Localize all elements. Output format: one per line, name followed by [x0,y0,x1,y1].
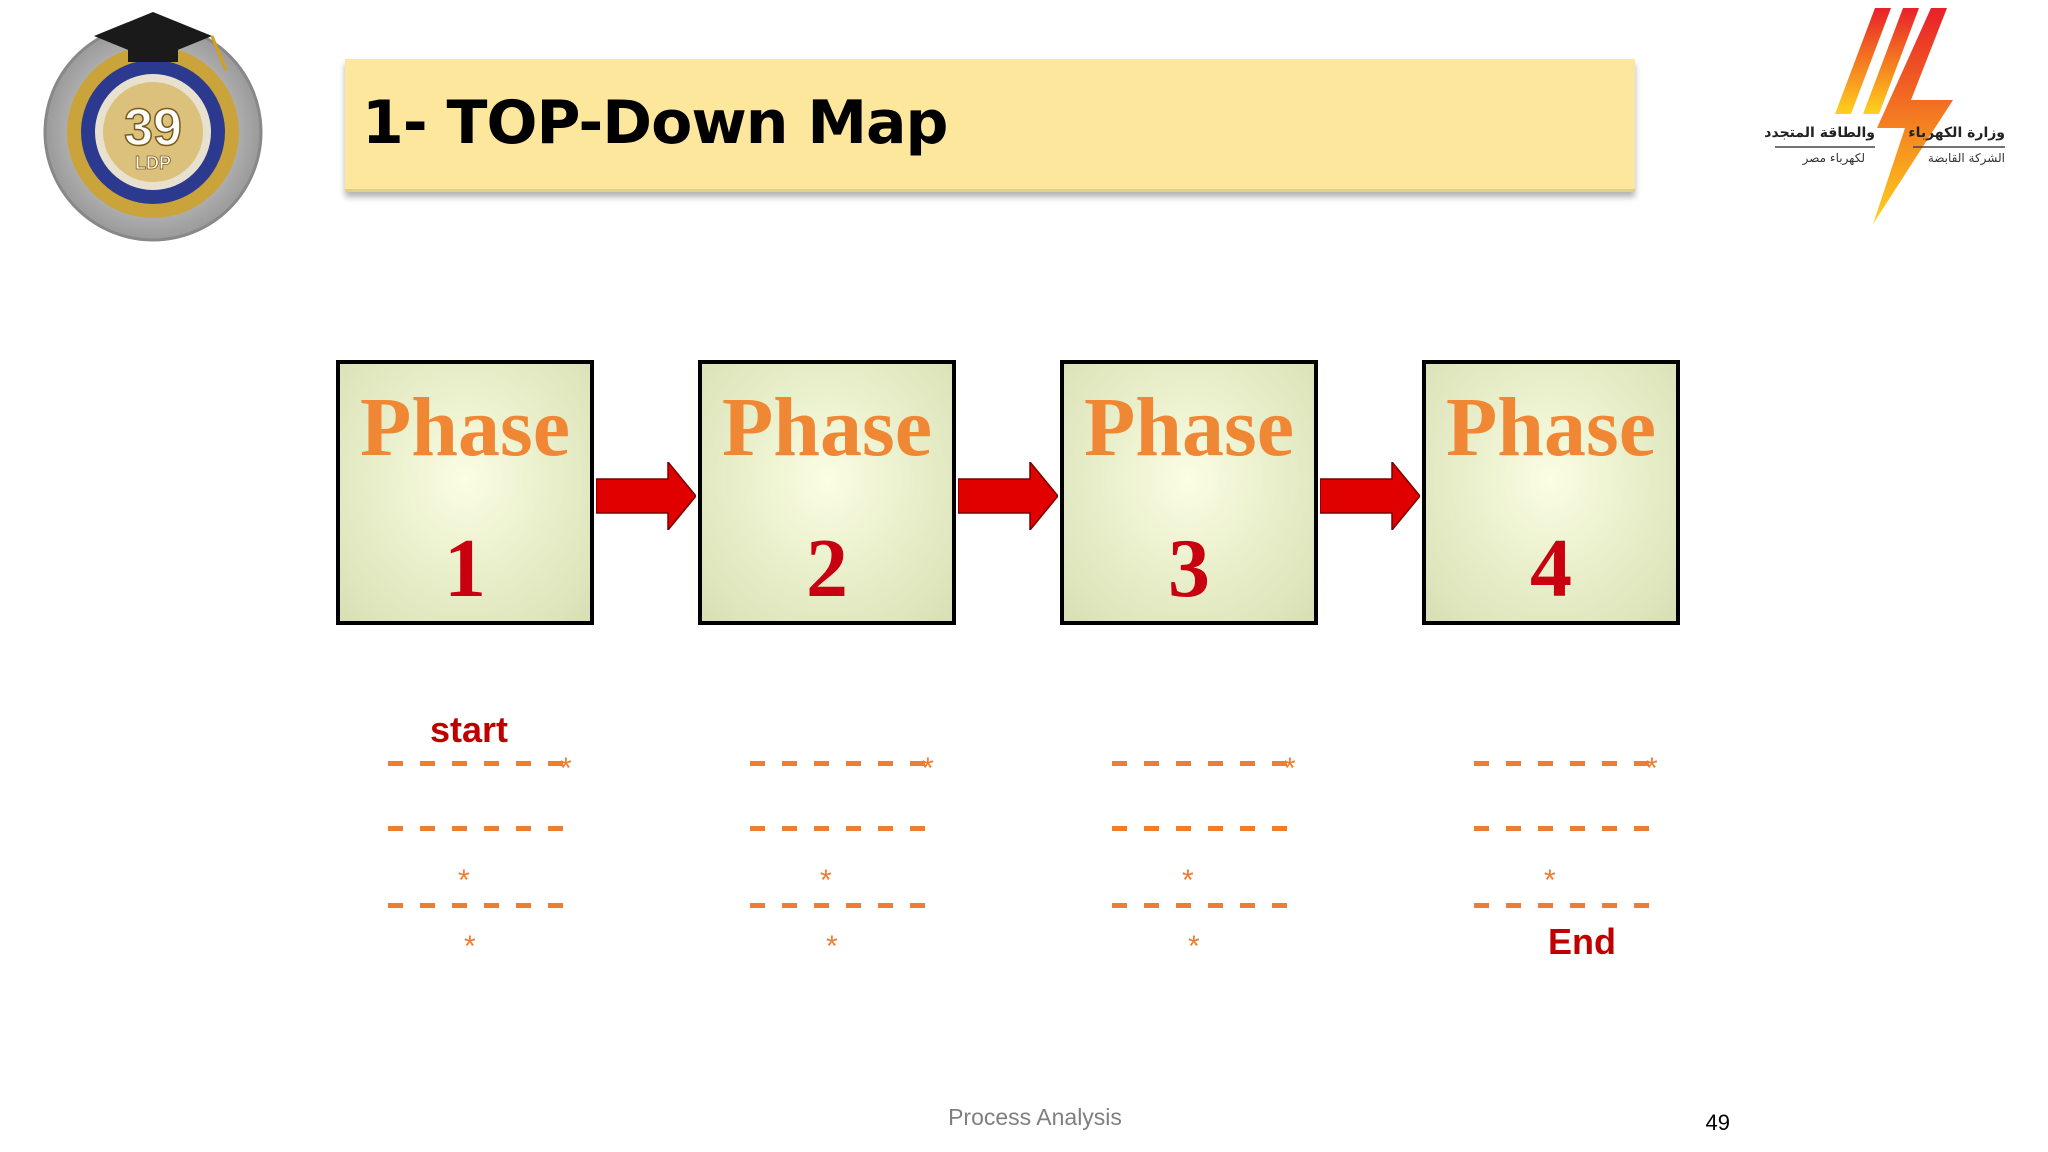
phase-number: 1 [444,522,486,615]
star-marker: * [1544,864,1556,897]
dashed-line [1474,761,1660,766]
star-marker: * [1284,752,1296,785]
page-number: 49 [1705,1110,1730,1135]
dashed-line [1112,761,1298,766]
dashed-line [1112,903,1298,908]
star-marker: * [458,864,470,897]
logo-line2-left: لكهرباء مصر [1802,151,1865,166]
title-banner: 1- TOP-Down Map [345,59,1635,192]
phase-box-4: Phase 4 [1422,360,1680,625]
phase-box-1: Phase 1 [336,360,594,625]
phase-number: 4 [1530,522,1572,615]
dashed-line [388,826,574,831]
star-marker: * [1188,930,1200,963]
star-marker: * [464,930,476,963]
star-marker: * [820,864,832,897]
ministry-logo: وزارة الكهرباء والطاقة المتجددة الشركة ا… [1765,8,2005,224]
star-marker: * [922,752,934,785]
dashed-line [388,903,574,908]
dashed-line [750,826,936,831]
start-label: start [430,709,509,750]
emblem-letters: LDP [135,153,171,173]
star-marker: * [1182,864,1194,897]
logo-line1-left: والطاقة المتجددة [1765,125,1875,141]
arrow-right-icon [596,462,696,530]
logo-line2-right: الشركة القابضة [1928,151,2005,166]
dashed-line [750,903,936,908]
phase-word: Phase [360,381,570,474]
dashed-line [1112,826,1298,831]
academy-emblem: 39 LDP [43,12,263,242]
star-marker: * [826,930,838,963]
slide-title: 1- TOP-Down Map [362,88,948,158]
dashed-line [750,761,936,766]
phase-word: Phase [722,381,932,474]
dashed-line [1474,903,1660,908]
dashed-line [1474,826,1660,831]
star-marker: * [560,752,572,785]
phase-word: Phase [1084,381,1294,474]
emblem-number: 39 [124,99,182,157]
phase-number: 2 [806,522,848,615]
phase-box-3: Phase 3 [1060,360,1318,625]
logo-line1-right: وزارة الكهرباء [1908,125,2005,141]
footer-text: Process Analysis [948,1104,1122,1130]
star-marker: * [1646,752,1658,785]
phase-word: Phase [1446,381,1656,474]
dashed-line [388,761,574,766]
end-label: End [1548,921,1616,962]
arrow-right-icon [1320,462,1420,530]
arrow-right-icon [958,462,1058,530]
phase-number: 3 [1168,522,1210,615]
phase-box-2: Phase 2 [698,360,956,625]
